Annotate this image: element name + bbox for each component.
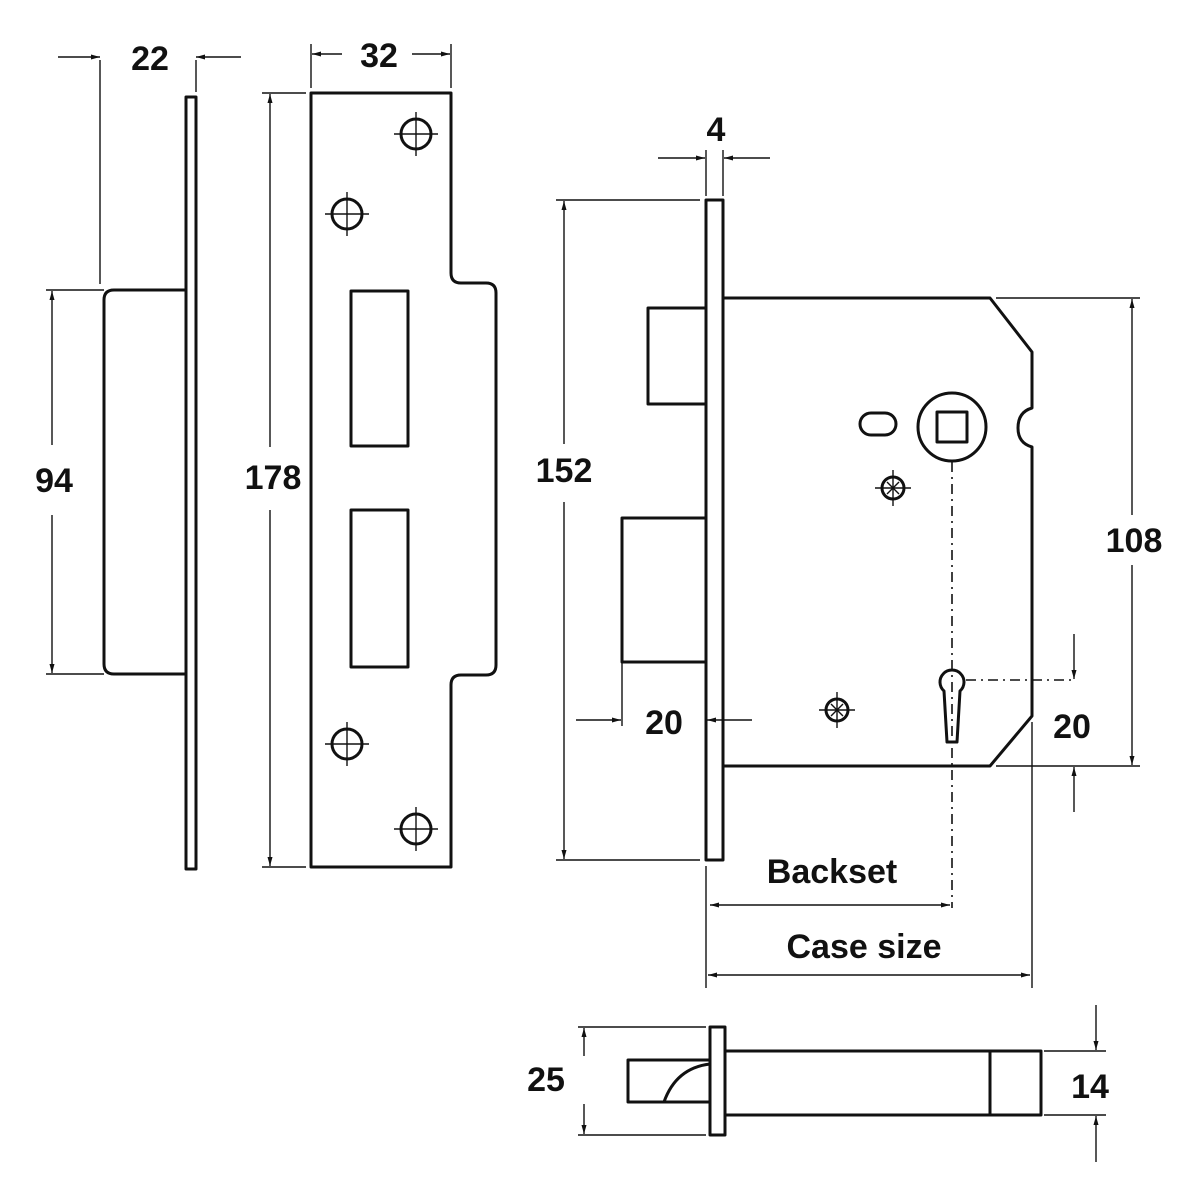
strike-plate-edge (184, 95, 198, 871)
bolt-overall-label: 25 (527, 1061, 565, 1099)
strike-box-height-dimension: 94 (35, 289, 104, 675)
bolt-height-label: 14 (1071, 1068, 1109, 1106)
strike-box (102, 288, 188, 676)
latch-slot (349, 289, 410, 448)
forend-thickness-label: 4 (707, 111, 726, 149)
faceplate-width-dimension: 32 (310, 37, 452, 88)
faceplate-height-dimension: 178 (245, 92, 306, 868)
fixing-screw-icon (819, 692, 855, 728)
forend-height-label: 152 (536, 452, 593, 490)
case-height-dimension: 108 (996, 297, 1163, 767)
lock-case (720, 296, 1034, 768)
keyhole-icon (938, 668, 966, 744)
bolt-height-dimension: 14 (1044, 1005, 1109, 1162)
screw-hole-icon (394, 112, 438, 156)
lock-body (620, 198, 1072, 908)
case-height-label: 108 (1106, 522, 1163, 560)
bolt-projection-label: 20 (645, 704, 683, 742)
screw-hole-icon (325, 722, 369, 766)
screw-hole-icon (325, 192, 369, 236)
bolt-detail-forend (708, 1025, 727, 1137)
strike-plate-side-view (102, 95, 198, 871)
latch-bolt (646, 306, 708, 406)
backset-label: Backset (767, 853, 897, 891)
forend (704, 198, 725, 862)
screw-hole-icon (394, 807, 438, 851)
case-size-label: Case size (787, 928, 942, 966)
follower-square-hole-icon (916, 391, 988, 463)
bolt-detail-case (723, 1049, 1043, 1117)
oval-hole (858, 411, 898, 437)
bolt-tail-curve (662, 1062, 712, 1104)
strike-faceplate (309, 91, 498, 869)
keyhole-offset-label: 20 (1053, 708, 1091, 746)
backset-dimension: Backset (705, 853, 950, 988)
keyhole-offset-dimension: 20 (1053, 634, 1091, 812)
strike-box-height-label: 94 (35, 462, 73, 500)
forend-height-dimension: 152 (536, 199, 700, 861)
bolt-projection-dimension: 20 (576, 662, 752, 742)
faceplate-height-label: 178 (245, 459, 302, 497)
faceplate-width-label: 32 (360, 37, 398, 75)
deadbolt-slot (349, 508, 410, 669)
strike-depth-label: 22 (131, 40, 169, 78)
case-size-dimension: Case size (708, 722, 1033, 988)
deadbolt (620, 516, 708, 664)
forend-thickness-dimension: 4 (658, 111, 770, 196)
fixing-screw-icon (875, 470, 911, 506)
strike-plate-front-view (309, 91, 498, 869)
bolt-detail-view (626, 1025, 1043, 1137)
bolt-overall-dimension: 25 (527, 1026, 706, 1136)
strike-depth-dimension: 22 (58, 40, 241, 284)
